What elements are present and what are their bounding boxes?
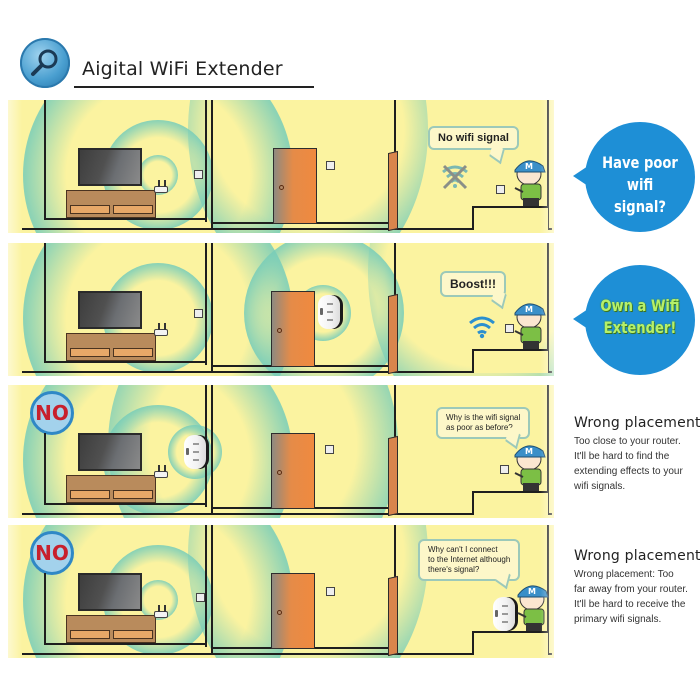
note-heading: Wrong placement: (574, 548, 700, 564)
outlet (194, 170, 203, 179)
kid-character: M (517, 585, 549, 631)
wifi-extender-device (184, 435, 206, 469)
svg-text:M: M (525, 162, 533, 171)
tv-stand (66, 615, 156, 643)
placement-note-too-close: Wrong placement: Too close to your route… (574, 415, 700, 494)
no-badge: NO (30, 531, 74, 575)
tv (78, 148, 142, 186)
kid-character: M (514, 303, 546, 349)
placement-note-too-far: Wrong placement: Wrong placement: Too fa… (574, 548, 700, 627)
wall (44, 243, 46, 361)
scene-panel-too-far: NO Why can't I connect to the Internet a… (8, 525, 554, 658)
wall (205, 100, 207, 222)
title-underline (74, 86, 314, 88)
door (271, 291, 315, 367)
magnifier-icon (20, 38, 70, 88)
wall (44, 100, 46, 218)
wall (211, 385, 213, 513)
door (273, 148, 317, 224)
wall (44, 433, 46, 503)
note-body: Wrong placement: Too far away from your … (574, 569, 688, 625)
floor-line (44, 361, 206, 363)
no-badge: NO (30, 391, 74, 435)
kid-character: M (514, 445, 546, 491)
scene-panel-no-signal: No wifi signal M (8, 100, 554, 233)
wall (205, 525, 207, 647)
bubble-text: Have poor wifi signal? (602, 153, 678, 216)
tv-stand (66, 333, 156, 361)
question-bubble: Have poor wifi signal? (573, 122, 695, 232)
floor-line (44, 643, 206, 645)
outlet (325, 445, 334, 454)
tv (78, 291, 142, 329)
note-body: Too close to your router. It'll be hard … (574, 436, 683, 492)
svg-text:M: M (528, 587, 536, 596)
outlet (194, 309, 203, 318)
router (154, 605, 168, 618)
tv-stand (66, 475, 156, 503)
wall (211, 243, 213, 371)
speech-text: Why is the wifi signal (446, 413, 521, 422)
outlet (196, 593, 205, 602)
wall (211, 100, 213, 228)
note-heading: Wrong placement: (574, 415, 700, 431)
svg-text:M: M (525, 447, 533, 456)
page-title: Aigital WiFi Extender (82, 58, 283, 80)
wall (211, 525, 213, 653)
wall (205, 243, 207, 365)
tv (78, 433, 142, 471)
outlet (496, 185, 505, 194)
side-door (388, 435, 398, 517)
scene-panel-extender-correct: Boost!!! M (8, 243, 554, 376)
kid-character: M (514, 160, 546, 206)
outlet (326, 587, 335, 596)
wifi-extender-device (318, 295, 340, 329)
side-door (388, 575, 398, 657)
speech-text: to the Internet although (428, 555, 511, 564)
solution-bubble: Own a Wifi Extender! (573, 265, 695, 375)
outlet (326, 161, 335, 170)
bubble-text: Own a Wifi Extender! (600, 296, 680, 337)
side-door (388, 150, 398, 232)
floor-line (44, 218, 206, 220)
door (271, 433, 315, 509)
speech-text: Boost!!! (450, 277, 496, 291)
speech-bubble: Why is the wifi signal as poor as before… (436, 407, 531, 450)
scene-panel-too-close: NO Why is the wifi signal as poor as bef… (8, 385, 554, 518)
wifi-off-icon (442, 164, 468, 190)
router (154, 180, 168, 193)
router (154, 323, 168, 336)
router (154, 465, 168, 478)
speech-text: Why can't I connect (428, 545, 498, 554)
door (271, 573, 315, 649)
speech-bubble: Boost!!! (440, 271, 507, 310)
svg-text:M: M (525, 305, 533, 314)
floor-line (44, 503, 206, 505)
header: Aigital WiFi Extender (20, 38, 314, 88)
wall (44, 573, 46, 643)
side-door (388, 293, 398, 375)
tv (78, 573, 142, 611)
speech-bubble: Why can't I connect to the Internet alth… (418, 539, 521, 590)
speech-text: No wifi signal (438, 132, 509, 144)
speech-bubble: No wifi signal (428, 126, 519, 165)
wifi-signal-icon (469, 316, 495, 339)
tv-stand (66, 190, 156, 218)
